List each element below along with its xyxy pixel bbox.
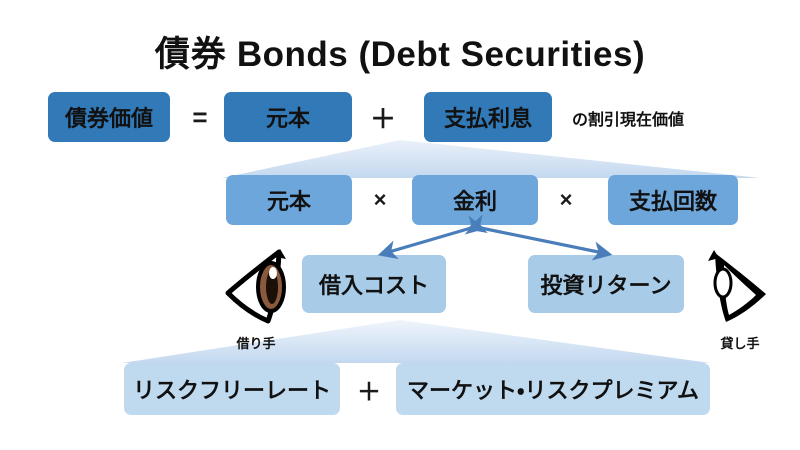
connector-row1-row2 — [222, 140, 760, 178]
box-interest-rate[interactable]: 金利 — [412, 175, 538, 225]
box-market-risk-premium[interactable]: マーケット・リスクプレミアム — [396, 363, 710, 415]
arrow-rate-to-borrowing-cost — [377, 214, 488, 260]
page-title-en: Bonds (Debt Securities) — [236, 35, 646, 74]
operator-plus-row4: ＋ — [357, 378, 381, 406]
box-payment-count[interactable]: 支払回数 — [608, 175, 738, 225]
box-borrowing-cost[interactable]: 借入コスト — [302, 255, 446, 313]
arrow-rate-to-investment-return — [464, 215, 613, 261]
box-bond-value[interactable]: 債券価値 — [48, 92, 170, 142]
page-title-jp: 債券 — [154, 35, 227, 74]
box-risk-free-rate[interactable]: リスクフリーレート — [124, 363, 340, 415]
box-interest-payment[interactable]: 支払利息 — [424, 92, 552, 142]
operator-times-1: × — [373, 187, 387, 212]
operator-equals: = — [192, 101, 208, 132]
caption-borrower: 借り手 — [236, 336, 276, 351]
eye-outline-icon — [225, 249, 286, 324]
box-principal-row1[interactable]: 元本 — [224, 92, 352, 142]
eye-solid-icon — [708, 250, 766, 322]
text-discounted-present-value: の割引現在価値 — [572, 112, 685, 129]
caption-lender: 貸し手 — [720, 336, 760, 351]
box-investment-return[interactable]: 投資リターン — [528, 255, 684, 313]
operator-plus-row1: ＋ — [369, 103, 396, 134]
operator-times-2: × — [559, 187, 573, 212]
box-principal-row2[interactable]: 元本 — [226, 175, 352, 225]
